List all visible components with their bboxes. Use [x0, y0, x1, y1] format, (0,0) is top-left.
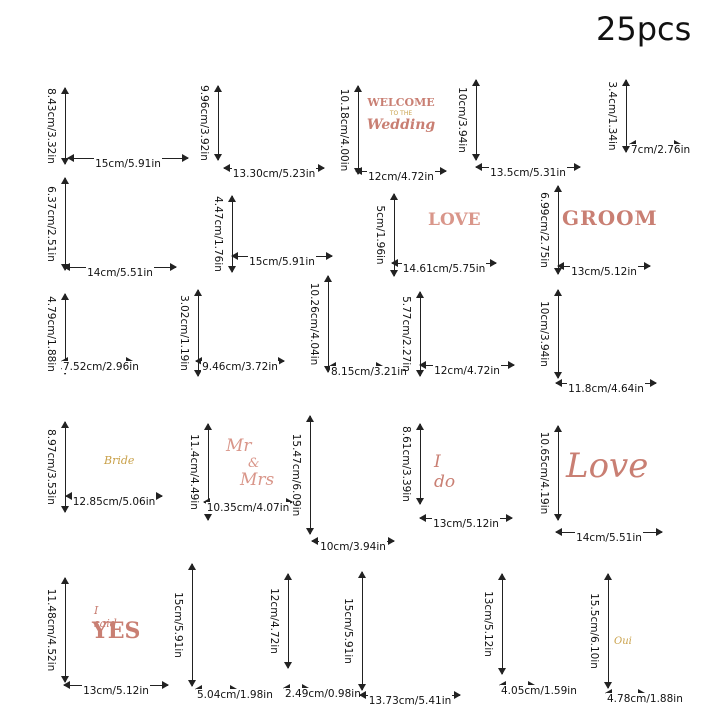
groom-hat-width: 13.5cm/5.31in	[475, 162, 581, 179]
groom-hat-height: 10cm/3.94in	[454, 79, 480, 161]
i-do-width: 13cm/5.12in	[419, 513, 513, 530]
yes-width: 13cm/5.12in	[63, 680, 169, 697]
mustache-width: 9.46cm/3.72in	[195, 356, 285, 373]
love-height: 10.65cm/4.19in	[536, 425, 562, 521]
groom-glasses-height: 6.99cm/2.75in	[536, 185, 562, 275]
tuxedo-height: 10cm/3.94in	[536, 289, 562, 379]
wine-width: 4.78cm/1.88in	[605, 689, 684, 705]
kiss-height: 4.79cm/1.88in	[43, 293, 69, 375]
groom-glasses-width: 13cm/5.12in	[557, 261, 651, 278]
kiss-width: 7.52cm/2.96in	[61, 357, 140, 373]
heart-glasses-height: 4.47cm/1.76in	[210, 195, 236, 273]
champagne-height: 13cm/5.12in	[480, 573, 506, 675]
balloons-height: 15.47cm/6.09in	[288, 415, 314, 535]
love-arrow-text: LOVE	[428, 210, 481, 230]
i-said-text: I said	[94, 604, 117, 630]
mr-mrs-height: 11.4cm/4.49in	[186, 423, 212, 521]
tie-height: 15cm/5.91in	[170, 563, 196, 687]
love-arrow-width: 14.61cm/5.75in	[391, 258, 497, 275]
wine-height: 15.5cm/6.10in	[586, 573, 612, 689]
shoe-height: 5.77cm/2.27in	[398, 291, 424, 377]
bride-height: 8.97cm/3.53in	[43, 421, 69, 513]
heart-glasses-width: 15cm/5.91in	[231, 251, 333, 268]
groom-hat-text: Groom	[501, 98, 553, 116]
pearls-width: 14cm/5.51in	[63, 262, 177, 279]
bow-tie-height: 3.4cm/1.34in	[604, 79, 630, 153]
tuxedo-width: 11.8cm/4.64in	[555, 378, 657, 395]
pearls-height: 6.37cm/2.51in	[43, 177, 69, 271]
bow-tie-width: 7cm/2.76in	[629, 140, 692, 156]
title-count: 25pcs	[596, 10, 692, 48]
yes-height: 11.48cm/4.52in	[43, 577, 69, 683]
tiara-width: 15cm/5.91in	[67, 153, 189, 170]
kiss-line1: KISS	[82, 314, 103, 323]
flower-crown-width: 13.30cm/5.23in	[223, 163, 325, 180]
welcome-line2: TO THE	[389, 110, 413, 117]
welcome-line3: Wedding	[366, 117, 436, 133]
mr-mrs-width: 10.35cm/4.07in	[203, 497, 293, 514]
love-text: Love	[566, 446, 649, 486]
champagne-width: 4.05cm/1.59in	[499, 681, 578, 697]
bride-width: 12.85cm/5.06in	[65, 491, 163, 508]
wine-label-text: Oui	[614, 636, 632, 647]
mrs-text: Mrs	[240, 470, 275, 490]
tie-width: 5.04cm/1.98in	[195, 685, 274, 701]
lipstick-height: 12cm/4.72in	[266, 573, 292, 669]
bouquet-width: 13.73cm/5.41in	[359, 690, 461, 707]
ring-width: 8.15cm/3.21in	[329, 362, 408, 378]
mr-text: Mr	[226, 436, 252, 456]
bouquet-height: 15cm/5.91in	[340, 571, 366, 691]
ring-height: 10.26cm/4.04in	[306, 275, 332, 373]
bride-text: Bride	[104, 454, 135, 467]
shoe-width: 12cm/4.72in	[419, 360, 515, 377]
welcome-height: 10.18cm/4.00in	[336, 85, 362, 175]
lipstick-width: 2.49cm/0.98in	[283, 684, 362, 700]
balloons-width: 10cm/3.94in	[311, 536, 395, 553]
i-do-text: I do	[434, 452, 456, 492]
welcome-width: 12cm/4.72in	[355, 166, 447, 183]
and-text: &	[248, 456, 260, 471]
yes-text: YES	[92, 618, 141, 644]
flower-crown-height: 9.96cm/3.92in	[196, 85, 222, 161]
welcome-line1: WELCOME	[367, 96, 435, 109]
kiss-line2: ME	[84, 326, 103, 339]
love-width: 14cm/5.51in	[555, 527, 663, 544]
i-do-height: 8.61cm/3.39in	[398, 423, 424, 505]
tiara-height: 8.43cm/3.32in	[43, 87, 69, 165]
groom-glasses-text: GROOM	[562, 206, 658, 230]
love-arrow-height: 5cm/1.96in	[372, 193, 398, 277]
mustache-height: 3.02cm/1.19in	[176, 289, 202, 377]
